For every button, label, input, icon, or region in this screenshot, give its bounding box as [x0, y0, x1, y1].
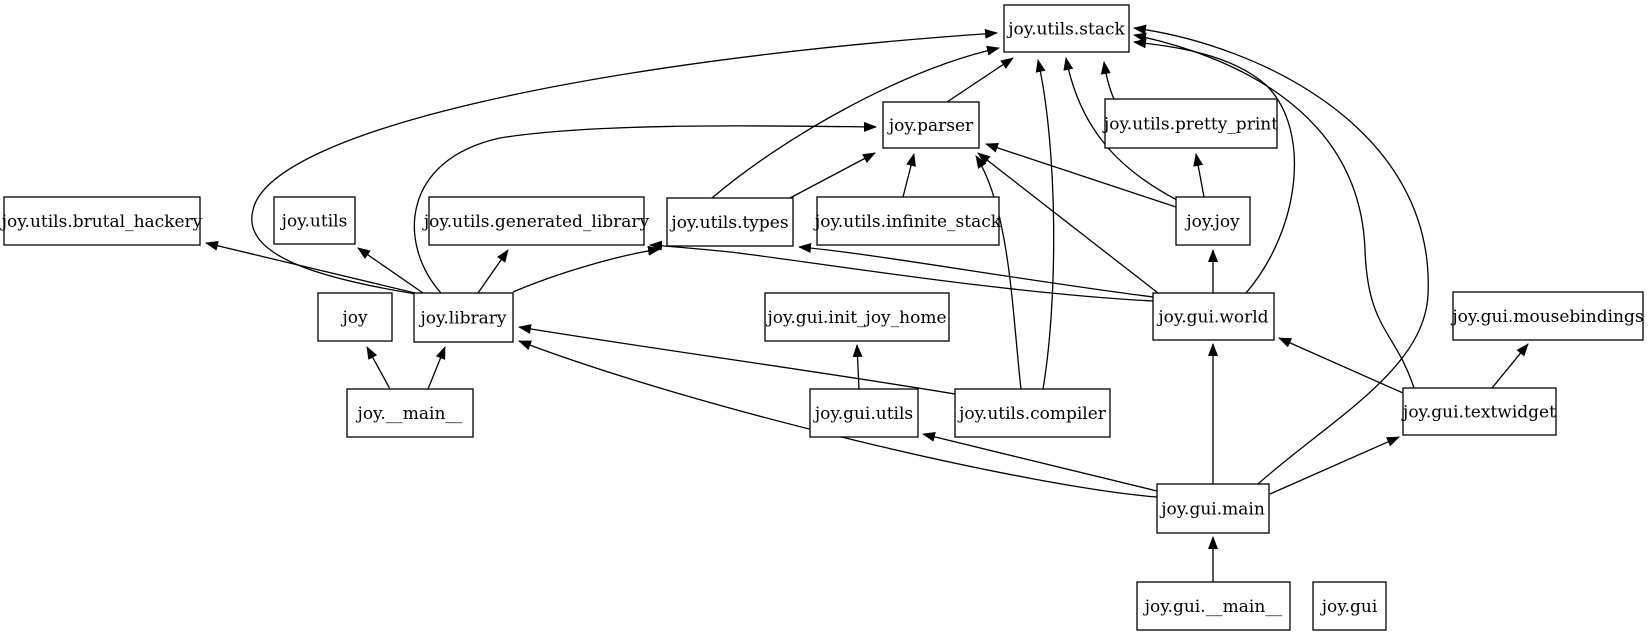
edge-compiler-to-parser — [975, 155, 1022, 390]
node-library: joy.library — [413, 292, 514, 343]
node-label-infinite_stack: joy.utils.infinite_stack — [813, 212, 1002, 232]
edge-world-to-generated_library — [649, 240, 1154, 302]
edge-compiler-to-stack — [1035, 59, 1055, 390]
edge-compiler-to-library — [518, 324, 956, 395]
node-label-main__: joy.__main__ — [356, 404, 463, 424]
edge-joy_joy-to-pretty_print — [1193, 153, 1205, 198]
node-gui_main: joy.gui.main — [1156, 483, 1270, 534]
node-compiler: joy.utils.compiler — [954, 388, 1111, 438]
node-box-gui_utils — [809, 388, 919, 438]
node-box-infinite_stack — [816, 196, 1000, 246]
edge-library-to-brutal_hackery — [205, 240, 416, 294]
node-label-types: joy.utils.types — [669, 213, 788, 233]
node-label-stack: joy.utils.stack — [1006, 20, 1125, 40]
node-gui: joy.gui — [1312, 581, 1387, 631]
edge-gui_main-to-gui_utils — [922, 431, 1158, 492]
node-gui_utils: joy.gui.utils — [809, 388, 919, 438]
edge-parser-to-stack — [946, 57, 1014, 103]
node-box-library — [413, 292, 514, 343]
edge-types-to-parser — [789, 152, 876, 199]
edge-infinite_stack-to-parser — [902, 153, 916, 198]
edge-library-to-types — [512, 245, 661, 293]
node-textwidget: joy.gui.textwidget — [1401, 387, 1557, 436]
edge-library-to-parser — [413, 121, 877, 294]
edge-world-to-stack — [1133, 38, 1296, 294]
node-parser: joy.parser — [882, 101, 980, 149]
node-joy: joy — [317, 292, 393, 342]
node-label-gui_main__: joy.gui.__main__ — [1143, 597, 1283, 617]
edge-library-to-utils — [357, 247, 424, 294]
node-init_joy_home: joy.gui.init_joy_home — [764, 292, 950, 342]
node-box-types — [666, 197, 794, 247]
node-label-joy_joy: joy.joy — [1184, 212, 1240, 232]
node-box-world — [1152, 292, 1275, 341]
node-gui_main__: joy.gui.__main__ — [1136, 581, 1291, 631]
edge-textwidget-to-world — [1278, 337, 1404, 394]
node-box-parser — [882, 101, 980, 149]
node-brutal_hackery: joy.utils.brutal_hackery — [0, 196, 203, 246]
nodes-layer: joy.utils.stack joy.parser joy.utils.prett… — [0, 4, 1644, 631]
edge-library-to-stack — [251, 28, 998, 295]
node-label-world: joy.gui.world — [1156, 308, 1268, 328]
node-label-library: joy.library — [418, 309, 506, 329]
node-box-init_joy_home — [764, 292, 950, 342]
node-box-textwidget — [1402, 387, 1557, 436]
edge-gui_main-to-stack — [1133, 24, 1429, 485]
node-label-compiler: joy.utils.compiler — [957, 404, 1107, 424]
node-box-main__ — [346, 388, 474, 438]
node-types: joy.utils.types — [666, 197, 794, 247]
node-box-brutal_hackery — [3, 196, 201, 246]
edge-main__-to-library — [427, 346, 446, 390]
node-stack: joy.utils.stack — [1003, 4, 1130, 53]
edge-library-to-generated_library — [477, 249, 509, 294]
edge-gui_main-to-textwidget — [1269, 436, 1400, 495]
node-label-joy: joy — [340, 308, 368, 328]
node-infinite_stack: joy.utils.infinite_stack — [813, 196, 1002, 246]
node-box-gui — [1312, 581, 1387, 631]
node-box-joy_joy — [1175, 196, 1251, 246]
node-mousebindings: joy.gui.mousebindings — [1450, 291, 1644, 341]
node-main__: joy.__main__ — [346, 388, 474, 438]
node-label-gui_main: joy.gui.main — [1159, 500, 1265, 520]
node-generated_library: joy.utils.generated_library — [422, 196, 650, 246]
node-label-brutal_hackery: joy.utils.brutal_hackery — [0, 212, 203, 232]
node-box-generated_library — [428, 196, 645, 246]
edge-pretty_print-to-stack — [1100, 61, 1115, 100]
node-box-gui_main__ — [1136, 581, 1291, 631]
node-box-mousebindings — [1452, 291, 1644, 341]
node-label-mousebindings: joy.gui.mousebindings — [1450, 307, 1643, 327]
edges-layer — [205, 24, 1529, 582]
edge-textwidget-to-stack — [1133, 32, 1415, 389]
edge-joy_joy-to-parser — [985, 143, 1177, 208]
node-label-gui: joy.gui — [1320, 597, 1378, 617]
node-label-textwidget: joy.gui.textwidget — [1401, 403, 1556, 423]
node-box-stack — [1003, 4, 1130, 53]
edge-world-to-types — [798, 243, 1154, 298]
edge-main__-to-joy — [366, 346, 391, 390]
node-label-utils: joy.utils — [280, 212, 348, 232]
node-label-init_joy_home: joy.gui.init_joy_home — [765, 308, 946, 328]
node-joy_joy: joy.joy — [1175, 196, 1251, 246]
node-world: joy.gui.world — [1152, 292, 1275, 341]
node-box-pretty_print — [1104, 98, 1278, 149]
edge-gui_utils-to-init_joy_home — [852, 344, 863, 390]
edge-types-to-stack — [711, 45, 1000, 199]
node-box-compiler — [954, 388, 1111, 438]
node-label-gui_utils: joy.gui.utils — [813, 404, 913, 424]
node-label-generated_library: joy.utils.generated_library — [422, 212, 650, 232]
edge-gui_main-to-library — [518, 340, 1158, 498]
node-pretty_print: joy.utils.pretty_print — [1102, 98, 1278, 149]
node-label-parser: joy.parser — [887, 116, 974, 136]
node-box-joy — [317, 292, 393, 342]
node-box-utils — [273, 196, 356, 245]
node-utils: joy.utils — [273, 196, 356, 245]
node-box-gui_main — [1156, 483, 1270, 534]
edge-world-to-parser — [977, 152, 1159, 294]
node-label-pretty_print: joy.utils.pretty_print — [1102, 115, 1278, 135]
edge-textwidget-to-mousebindings — [1491, 343, 1529, 389]
